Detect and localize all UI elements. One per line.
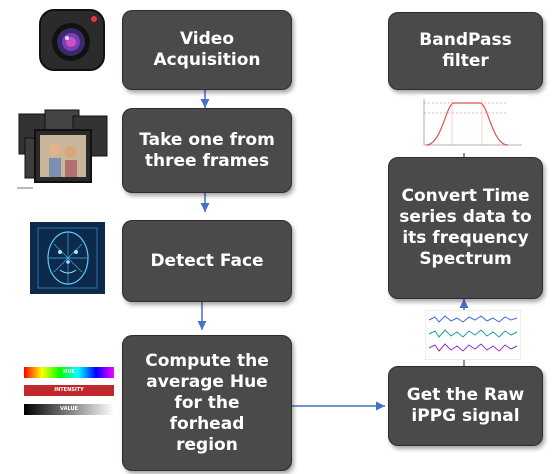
step-detect-face: Detect Face [122,220,292,302]
hue-bar-label: HUE [63,369,75,375]
step-bandpass-filter-label: BandPass filter [419,30,512,71]
value-bar: VALUE [24,404,114,415]
value-bar-label: VALUE [60,406,78,412]
photo-frames-icon [17,109,108,189]
hue-bar: HUE [24,367,114,378]
camera-icon [39,9,105,71]
step-video-acquisition-label: Video Acquisition [153,29,261,70]
step-compute-hue: Compute the average Hue for the forhead … [122,335,292,471]
face-detection-icon [30,222,105,294]
intensity-bar-label: INTENSITY [54,387,84,393]
bandpass-response-thumbnail [418,95,528,153]
step-video-acquisition: Video Acquisition [122,10,292,90]
step-compute-hue-label: Compute the average Hue for the forhead … [145,350,269,455]
step-get-raw-signal-label: Get the Raw iPPG signal [406,385,525,426]
intensity-bar: INTENSITY [24,385,114,396]
step-take-one-frame: Take one from three frames [122,108,292,193]
step-convert-spectrum: Convert Time series data to its frequenc… [388,157,543,299]
raw-signal-thumbnail [425,310,521,360]
step-take-one-frame-label: Take one from three frames [139,129,275,171]
step-detect-face-label: Detect Face [150,250,264,271]
step-get-raw-signal: Get the Raw iPPG signal [388,366,543,446]
step-bandpass-filter: BandPass filter [388,12,543,90]
step-convert-spectrum-label: Convert Time series data to its frequenc… [399,186,532,269]
